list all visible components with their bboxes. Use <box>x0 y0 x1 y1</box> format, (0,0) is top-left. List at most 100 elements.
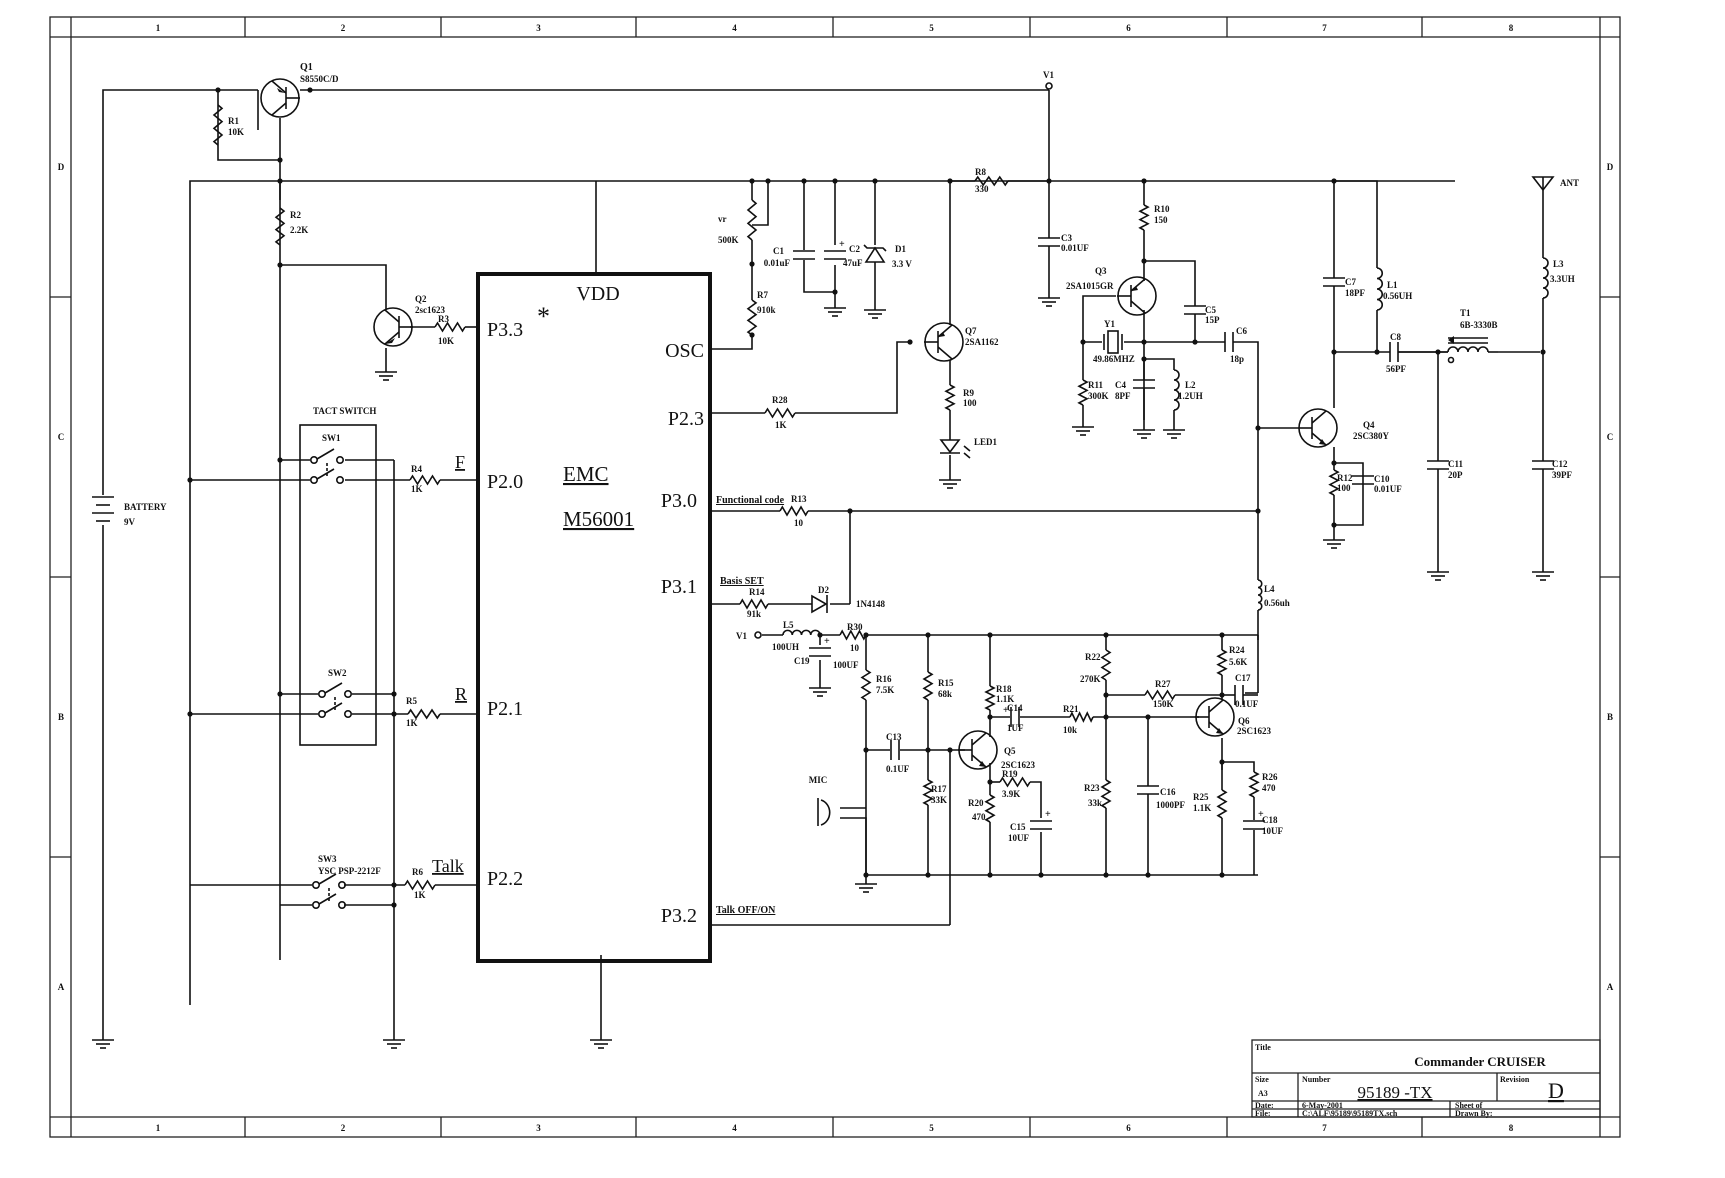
r25-resistor <box>1216 789 1228 819</box>
d2-diode <box>811 594 828 614</box>
junction-dot <box>863 872 869 878</box>
r14-value: 91k <box>747 609 761 619</box>
r25-ref: R25 <box>1193 792 1209 802</box>
r26-ref: R26 <box>1262 772 1278 782</box>
junction-dot <box>907 339 913 345</box>
r28-value: 1K <box>775 420 787 430</box>
q7-transistor <box>924 322 964 362</box>
c15-capacitor: + <box>1030 809 1052 830</box>
v1-top-label: V1 <box>1043 70 1054 80</box>
r5-resistor <box>407 708 441 720</box>
junction-dot <box>1141 356 1147 362</box>
q4-ref: Q4 <box>1363 420 1375 430</box>
zone-column-label: 7 <box>1322 23 1327 33</box>
junction-dot <box>925 747 931 753</box>
c16-ref: C16 <box>1160 787 1176 797</box>
c11-value: 20P <box>1448 470 1463 480</box>
ground-icon <box>854 883 878 893</box>
q2-transistor <box>373 307 413 347</box>
d2-value: 1N4148 <box>856 599 885 609</box>
v1-left-label: V1 <box>736 631 747 641</box>
ground-icon <box>863 309 887 319</box>
y1-crystal <box>1103 330 1123 354</box>
sw2-b-switch <box>317 702 352 718</box>
r2-value: 2.2K <box>290 225 308 235</box>
c1-ref: C1 <box>773 246 784 256</box>
ic-part-number: M56001 <box>563 507 634 531</box>
junction-dot <box>863 747 869 753</box>
c10-capacitor <box>1352 475 1374 485</box>
sw2-a-switch <box>317 682 352 698</box>
c6-capacitor <box>1224 332 1234 352</box>
c1-capacitor <box>793 250 815 260</box>
junction-dot <box>277 157 283 163</box>
r12-resistor <box>1328 469 1340 496</box>
c1-value: 0.01uF <box>764 258 791 268</box>
junction-dot <box>1374 349 1380 355</box>
zone-column-label: 4 <box>732 1123 737 1133</box>
r11-value: 300K <box>1088 391 1109 401</box>
net-label-basis-set: Basis SET <box>720 576 764 587</box>
l3-value: 3.3UH <box>1550 274 1575 284</box>
junction-dot <box>391 882 397 888</box>
junction-dot <box>847 508 853 514</box>
pin-osc: OSC <box>665 340 704 362</box>
l5-ref: L5 <box>783 620 794 630</box>
q3-ref: Q3 <box>1095 266 1107 276</box>
r1-resistor <box>212 104 224 146</box>
junction-dot <box>987 714 993 720</box>
junction-dot <box>1192 339 1198 345</box>
c14-ref: C14 <box>1007 703 1023 713</box>
junction-dot <box>925 872 931 878</box>
sw1-b-switch <box>309 448 344 464</box>
r26-value: 470 <box>1262 783 1276 793</box>
zone-row-label: B <box>58 712 64 722</box>
sw3-ref: SW3 <box>318 854 337 864</box>
r13-ref: R13 <box>791 494 807 504</box>
r12-ref: R12 <box>1337 473 1353 483</box>
c7-value: 18PF <box>1345 288 1365 298</box>
c3-value: 0.01UF <box>1061 243 1089 253</box>
battery-9v <box>92 495 114 525</box>
q2-value: 2sc1623 <box>415 305 445 315</box>
c11-ref: C11 <box>1448 459 1464 469</box>
junction-dot <box>1103 632 1109 638</box>
c15-ref: C15 <box>1010 822 1026 832</box>
r8-ref: R8 <box>975 167 986 177</box>
r19-value: 3.9K <box>1002 789 1020 799</box>
junction-dot <box>801 178 807 184</box>
size-value: A3 <box>1258 1089 1268 1098</box>
ground-icon <box>1162 429 1186 439</box>
drawing-number: 95189 -TX <box>1357 1083 1432 1102</box>
junction-dot <box>1141 178 1147 184</box>
junction-dot <box>1255 508 1261 514</box>
file-label: File: <box>1255 1109 1271 1118</box>
junction-dot <box>1540 349 1546 355</box>
junction-dot <box>1219 872 1225 878</box>
sw3-value: YSC PSP-2212F <box>318 866 381 876</box>
ground-icon <box>589 1039 613 1049</box>
ground-icon <box>1531 571 1555 581</box>
c12-ref: C12 <box>1552 459 1568 469</box>
net-label-talk-off-on: Talk OFF/ON <box>716 905 776 916</box>
r7-value: 910k <box>757 305 776 315</box>
title-block: Title Commander CRUISER Size A3 Number 9… <box>1251 1039 1601 1118</box>
junction-dot <box>987 632 993 638</box>
junction-dot <box>1331 349 1337 355</box>
c8-ref: C8 <box>1390 332 1401 342</box>
r19-resistor <box>999 776 1031 788</box>
r23-ref: R23 <box>1084 783 1100 793</box>
pin-p3-1: P3.1 <box>661 576 697 598</box>
ic-emc-m56001[interactable]: VDD * P3.3 P2.0 P2.1 P2.2 OSC P2.3 P3.0 … <box>476 272 712 963</box>
pin-p2-3: P2.3 <box>668 408 704 430</box>
r22-ref: R22 <box>1085 652 1101 662</box>
r21-resistor <box>1069 711 1094 723</box>
junction-dot <box>1331 178 1337 184</box>
r22-value: 270K <box>1080 674 1101 684</box>
revision-label: Revision <box>1500 1075 1530 1084</box>
c18-ref: C18 <box>1262 815 1278 825</box>
junction-dot <box>1219 759 1225 765</box>
r6-resistor <box>404 879 436 891</box>
title-label: Title <box>1255 1043 1271 1052</box>
junction-dot <box>1103 714 1109 720</box>
